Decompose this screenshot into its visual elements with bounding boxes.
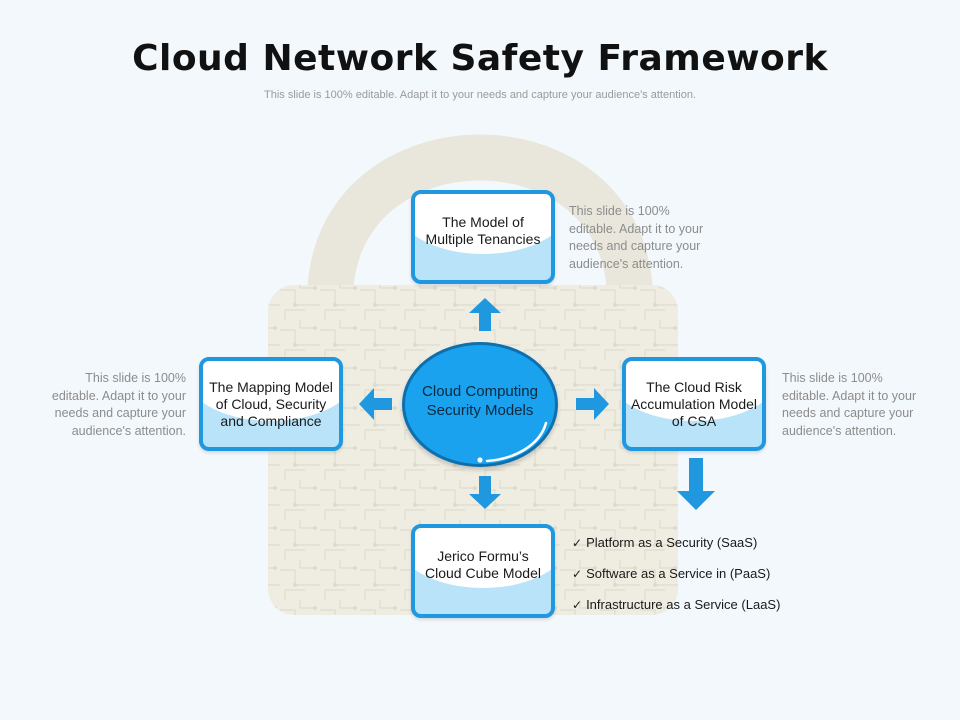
node-cloud-cube-model[interactable]: Jerico Formu’s Cloud Cube Model [411,524,555,618]
checklist-item: ✓Platform as a Security (SaaS) [572,535,780,566]
node-wave [626,361,762,421]
node-wave [415,528,551,588]
checklist-item: ✓Infrastructure as a Service (LaaS) [572,597,780,628]
check-icon: ✓ [572,567,583,581]
checklist-item-label: Platform as a Security (SaaS) [586,535,758,550]
center-label: Cloud Computing Security Models [422,382,538,419]
check-icon: ✓ [572,598,583,612]
check-icon: ✓ [572,536,583,550]
node-label: Jerico Formu’s Cloud Cube Model [425,548,541,581]
checklist-item-label: Infrastructure as a Service (LaaS) [586,597,781,612]
center-node[interactable]: Cloud Computing Security Models [402,342,558,467]
note-left: This slide is 100% editable. Adapt it to… [51,371,186,438]
note-top: This slide is 100% editable. Adapt it to… [569,204,704,271]
arrow-down-icon [469,476,501,509]
checklist-item: ✓Software as a Service in (PaaS) [572,566,780,597]
slide-subtitle: This slide is 100% editable. Adapt it to… [264,89,696,101]
checklist: ✓Platform as a Security (SaaS) ✓Software… [572,535,780,628]
center-highlight [477,421,548,463]
node-label: The Mapping Model of Cloud, Security and… [209,378,333,429]
node-label: The Cloud Risk Accumulation Model of CSA [630,378,758,429]
checklist-item-label: Software as a Service in (PaaS) [586,566,771,581]
node-mapping-model[interactable]: The Mapping Model of Cloud, Security and… [199,357,343,451]
node-wave [203,361,339,421]
arrow-right-icon [576,388,609,420]
note-right: This slide is 100% editable. Adapt it to… [782,371,917,438]
node-label: The Model of Multiple Tenancies [425,214,541,247]
node-cloud-risk-model[interactable]: The Cloud Risk Accumulation Model of CSA [622,357,766,451]
node-multiple-tenancies[interactable]: The Model of Multiple Tenancies [411,190,555,284]
arrow-down-icon [677,458,715,510]
slide-title: Cloud Network Safety Framework [132,38,828,79]
arrow-left-icon [359,388,392,420]
node-wave [415,194,551,254]
arrow-up-icon [469,298,501,331]
